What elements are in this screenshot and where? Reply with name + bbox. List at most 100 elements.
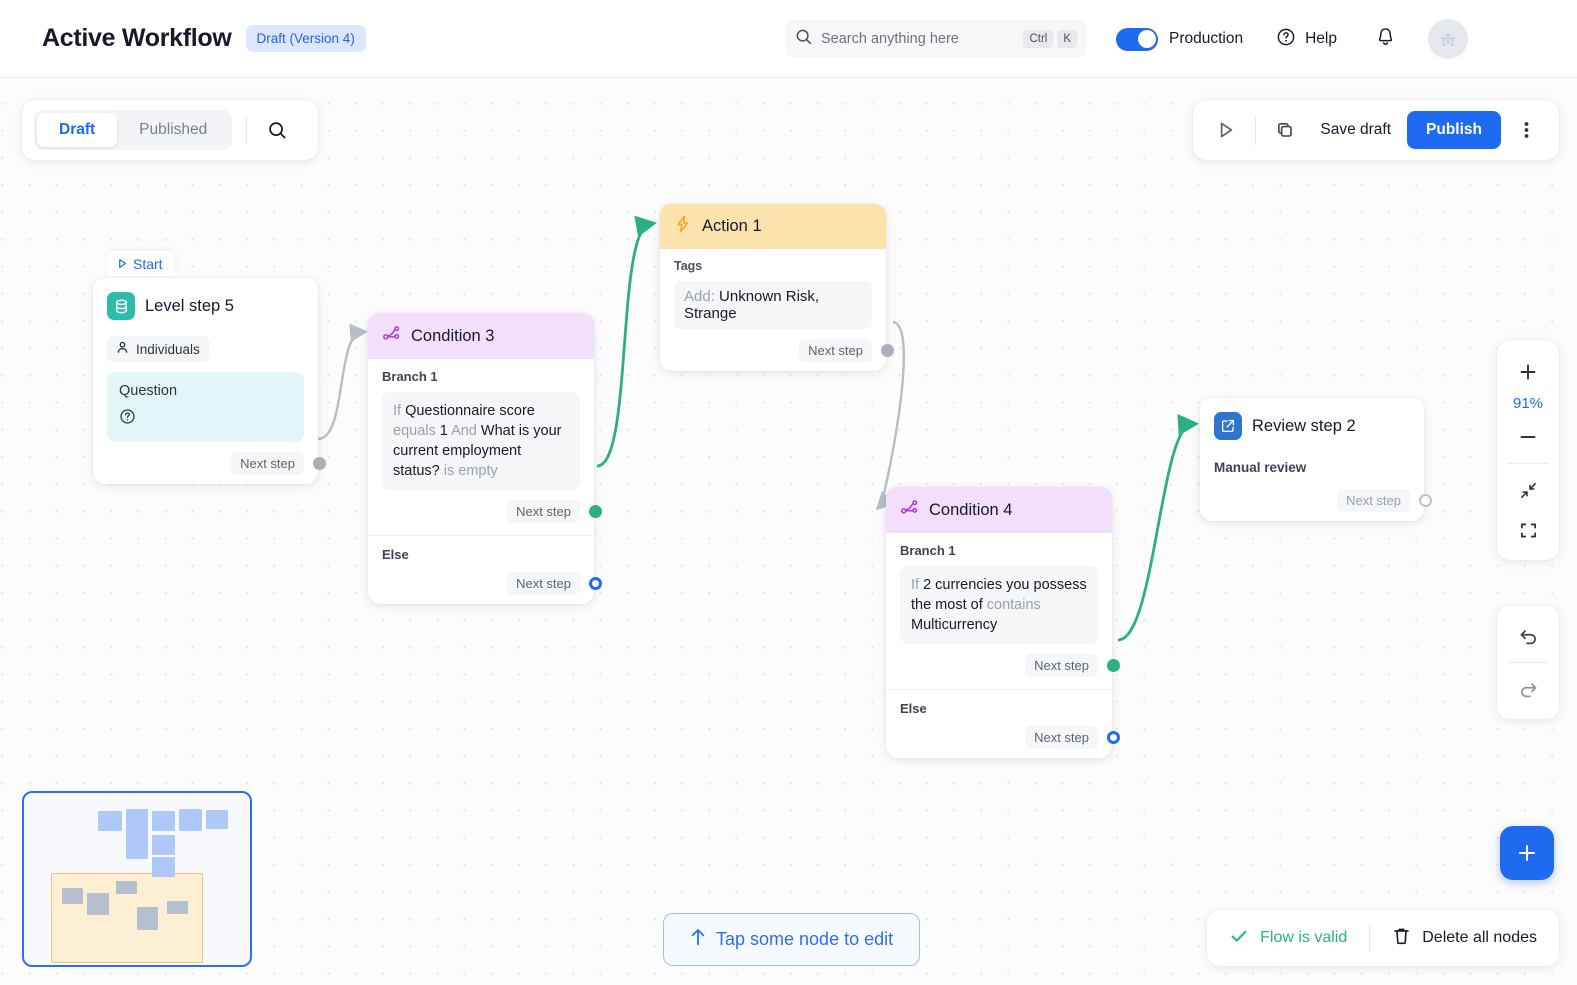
minimap-node (152, 857, 175, 877)
app-header: Active Workflow Draft (Version 4) Search… (0, 0, 1577, 78)
node-header: Level step 5 (93, 278, 318, 326)
divider (246, 115, 248, 145)
divider (1369, 923, 1371, 953)
output-port-branch[interactable] (1107, 659, 1120, 672)
bell-icon (1375, 26, 1396, 53)
tap-node-hint-button[interactable]: Tap some node to edit (663, 913, 921, 966)
node-header: Condition 4 (886, 487, 1112, 533)
run-workflow-button[interactable] (1207, 111, 1245, 149)
condition-expression[interactable]: If Questionnaire score equals 1 And What… (382, 392, 580, 490)
zoom-out-button[interactable] (1506, 417, 1550, 457)
flow-validity-label: Flow is valid (1260, 929, 1348, 946)
node-title: Condition 4 (929, 500, 1013, 519)
output-port-else[interactable] (589, 577, 602, 590)
node-body: Branch 1 If 2 currencies you possess the… (886, 533, 1120, 758)
help-label: Help (1305, 30, 1337, 47)
question-circle-icon (1276, 27, 1296, 52)
help-button[interactable]: Help (1276, 27, 1337, 52)
next-step-row: Next step (900, 654, 1120, 677)
node-title: Level step 5 (145, 296, 234, 315)
next-step-label: Next step (231, 452, 304, 475)
next-step-row: Next step (674, 339, 894, 362)
external-link-icon (1214, 412, 1242, 440)
next-step-row: Next step (382, 500, 602, 523)
output-port-else[interactable] (1107, 731, 1120, 744)
environment-toggle[interactable]: Production (1116, 27, 1243, 51)
cond-part: contains (986, 597, 1041, 613)
redo-button[interactable] (1506, 669, 1550, 709)
node-condition-4[interactable]: Condition 4 Branch 1 If 2 currencies you… (886, 487, 1120, 758)
duplicate-button[interactable] (1266, 111, 1304, 149)
tag-prefix: Add: (684, 288, 720, 305)
node-condition-3[interactable]: Condition 3 Branch 1 If Questionnaire sc… (368, 313, 602, 604)
delete-all-nodes-label: Delete all nodes (1422, 929, 1537, 946)
header-right-group: Search anything here Ctrl K Production H… (786, 0, 1468, 78)
output-port[interactable] (313, 457, 326, 470)
arrow-up-icon (690, 928, 706, 951)
cond-part: equals (393, 423, 440, 439)
workflow-actions-panel: Save draft Publish (1193, 100, 1559, 160)
start-label: Start (133, 256, 163, 272)
condition-expression[interactable]: If 2 currencies you possess the most of … (900, 566, 1098, 644)
version-badge: Draft (Version 4) (245, 25, 366, 52)
node-body: Branch 1 If Questionnaire score equals 1… (368, 359, 602, 604)
branch-label: Branch 1 (382, 369, 438, 384)
play-icon (117, 256, 128, 272)
node-level-step-5[interactable]: Start Level step 5 Individuals Question (93, 251, 326, 484)
search-icon (268, 122, 286, 139)
next-step-row-else: Next step (382, 572, 602, 595)
fit-view-button[interactable] (1506, 470, 1550, 510)
minimap[interactable] (22, 791, 252, 967)
tab-published[interactable]: Published (139, 121, 208, 138)
output-port-branch[interactable] (589, 505, 602, 518)
cond-part: Questionnaire score (405, 403, 535, 419)
cond-part: And (447, 423, 481, 439)
tags-value-box[interactable]: Add: Unknown Risk, Strange (674, 281, 872, 329)
search-input[interactable]: Search anything here Ctrl K (786, 20, 1086, 58)
search-shortcut-ctrl: Ctrl (1023, 30, 1054, 48)
lightning-bolt-icon (674, 215, 692, 238)
minimap-node (98, 811, 122, 831)
search-icon (795, 28, 812, 50)
next-step-label-else: Next step (1025, 726, 1098, 749)
add-node-button[interactable] (1500, 826, 1554, 880)
canvas-search-button[interactable] (247, 120, 306, 140)
tag-value: Unknown Risk, Strange (684, 288, 820, 322)
zoom-in-button[interactable] (1506, 352, 1550, 392)
node-review-step-2[interactable]: Review step 2 Manual review Next step (1200, 398, 1432, 521)
node-action-1[interactable]: Action 1 Tags Add: Unknown Risk, Strange… (660, 204, 894, 371)
output-port[interactable] (1419, 494, 1432, 507)
minimap-node (167, 901, 188, 914)
next-step-label-else: Next step (507, 572, 580, 595)
undo-button[interactable] (1506, 616, 1550, 656)
zoom-level[interactable]: 91% (1512, 395, 1544, 412)
cond-part: is empty (443, 463, 498, 479)
cond-part: What is your current employment status? (393, 423, 562, 479)
question-field-label: Question (119, 383, 178, 399)
node-body: Tags Add: Unknown Risk, Strange Next ste… (660, 249, 894, 371)
status-bar: Flow is valid Delete all nodes (1207, 910, 1559, 966)
publish-button[interactable]: Publish (1407, 111, 1501, 149)
start-badge: Start (107, 251, 175, 276)
avatar[interactable] (1428, 19, 1468, 59)
cond-part: 1 (439, 423, 448, 439)
else-label: Else (382, 547, 409, 562)
user-avatar-icon (1440, 33, 1456, 47)
tab-draft[interactable]: Draft (37, 113, 118, 147)
divider (1508, 662, 1548, 663)
copy-icon (1278, 123, 1293, 137)
toggle-switch[interactable] (1116, 27, 1158, 51)
workflow-canvas[interactable]: Start Level step 5 Individuals Question (0, 78, 1577, 985)
question-field[interactable]: Question (107, 372, 304, 442)
node-title: Condition 3 (411, 326, 495, 345)
flow-validity-indicator: Flow is valid (1229, 926, 1347, 951)
notifications-button[interactable] (1375, 26, 1396, 53)
next-step-row: Next step (1214, 489, 1432, 512)
save-draft-button[interactable]: Save draft (1320, 121, 1392, 138)
search-shortcut-k: K (1057, 30, 1077, 48)
delete-all-nodes-button[interactable]: Delete all nodes (1392, 926, 1537, 951)
more-options-button[interactable] (1507, 111, 1545, 149)
cond-part: If (393, 403, 406, 419)
fullscreen-button[interactable] (1506, 510, 1550, 550)
output-port[interactable] (881, 344, 894, 357)
